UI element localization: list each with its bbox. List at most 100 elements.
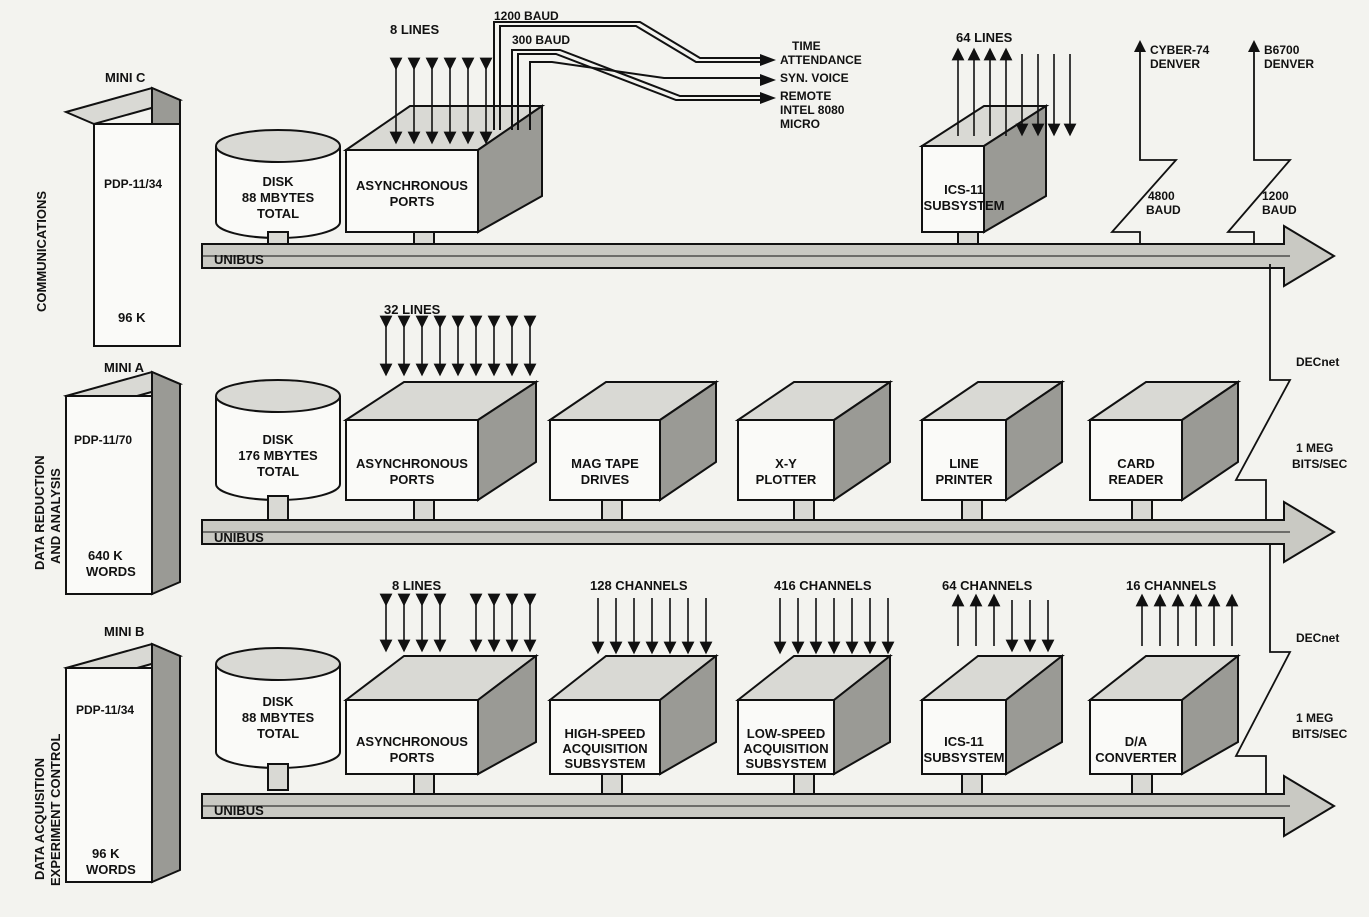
line-printer-line1: LINE bbox=[949, 456, 979, 471]
data-reduction-label2: AND ANALYSIS bbox=[48, 468, 63, 564]
speed-1b: BITS/SEC bbox=[1292, 457, 1348, 471]
async-ports-b-lines: 8 LINES bbox=[392, 578, 441, 593]
unibus-b bbox=[202, 776, 1334, 836]
speed-2b: BITS/SEC bbox=[1292, 727, 1348, 741]
b6700-target1: B6700 bbox=[1264, 43, 1300, 57]
unibus-c bbox=[202, 226, 1334, 286]
remote-attendance: ATTENDANCE bbox=[780, 53, 862, 67]
async-ports-c-line2: PORTS bbox=[390, 194, 435, 209]
card-reader-line2: READER bbox=[1109, 472, 1165, 487]
b6700-target2: DENVER bbox=[1264, 57, 1314, 71]
async-ports-a-lines: 32 LINES bbox=[384, 302, 441, 317]
ics11-b-line2: SUBSYSTEM bbox=[924, 750, 1005, 765]
disk-a-line2: 176 MBYTES bbox=[238, 448, 318, 463]
high-speed-line3: SUBSYSTEM bbox=[565, 756, 646, 771]
disk-c-line1: DISK bbox=[262, 174, 294, 189]
async-ports-c-lines: 8 LINES bbox=[390, 22, 439, 37]
low-speed-line2: ACQUISITION bbox=[743, 741, 828, 756]
baud-300-label: 300 BAUD bbox=[512, 33, 570, 47]
mini-a-memory1: 640 K bbox=[88, 548, 123, 563]
mini-b-cabinet bbox=[66, 644, 180, 882]
remote-intel: INTEL 8080 bbox=[780, 103, 845, 117]
line-printer bbox=[922, 382, 1062, 526]
unibus-c-label: UNIBUS bbox=[214, 252, 264, 267]
mini-c-memory: 96 K bbox=[118, 310, 146, 325]
mini-b-model: PDP-11/34 bbox=[76, 703, 134, 717]
da-converter-channels: 16 CHANNELS bbox=[1126, 578, 1217, 593]
mini-a-memory2: WORDS bbox=[86, 564, 136, 579]
async-ports-a bbox=[346, 382, 536, 526]
unibus-a bbox=[202, 502, 1334, 562]
ics11-b-line1: ICS-11 bbox=[944, 734, 984, 749]
low-speed-arrows bbox=[780, 598, 888, 648]
data-acq-label1: DATA ACQUISITION bbox=[32, 758, 47, 880]
xy-plotter-line2: PLOTTER bbox=[756, 472, 817, 487]
mini-a-label: MINI A bbox=[104, 360, 145, 375]
data-reduction-label1: DATA REDUCTION bbox=[32, 455, 47, 570]
low-speed-channels: 416 CHANNELS bbox=[774, 578, 872, 593]
wan-links bbox=[1112, 50, 1290, 250]
low-speed-line1: LOW-SPEED bbox=[747, 726, 825, 741]
cyber-target1: CYBER-74 bbox=[1150, 43, 1210, 57]
xy-plotter-line1: X-Y bbox=[775, 456, 797, 471]
mini-c-label: MINI C bbox=[105, 70, 146, 85]
remote-time: TIME bbox=[792, 39, 821, 53]
decnet-1-label: DECnet bbox=[1296, 355, 1339, 369]
low-speed-line3: SUBSYSTEM bbox=[746, 756, 827, 771]
mini-a-cabinet bbox=[66, 372, 180, 594]
ics11-b-channels: 64 CHANNELS bbox=[942, 578, 1033, 593]
disk-a-line3: TOTAL bbox=[257, 464, 299, 479]
disk-b-line3: TOTAL bbox=[257, 726, 299, 741]
mini-b-memory2: WORDS bbox=[86, 862, 136, 877]
unibus-b-label: UNIBUS bbox=[214, 803, 264, 818]
async-b-arrows bbox=[386, 600, 530, 646]
decnet-link-2 bbox=[1236, 544, 1290, 796]
ics11-c-line1: ICS-11 bbox=[944, 182, 984, 197]
async-ports-a-line2: PORTS bbox=[390, 472, 435, 487]
mini-a-model: PDP-11/70 bbox=[74, 433, 132, 447]
unibus-a-label: UNIBUS bbox=[214, 530, 264, 545]
ics11-b-arrows bbox=[958, 600, 1048, 646]
ics11-c-line2: SUBSYSTEM bbox=[924, 198, 1005, 213]
card-reader bbox=[1090, 382, 1238, 526]
ics11-b bbox=[922, 656, 1062, 798]
speed-1a: 1 MEG bbox=[1296, 441, 1333, 455]
async-ports-b bbox=[346, 656, 536, 798]
high-speed-line1: HIGH-SPEED bbox=[565, 726, 646, 741]
high-speed-arrows bbox=[598, 598, 706, 648]
high-speed-channels: 128 CHANNELS bbox=[590, 578, 688, 593]
da-converter bbox=[1090, 656, 1238, 798]
disk-c-line3: TOTAL bbox=[257, 206, 299, 221]
cyber-rate1: 4800 bbox=[1148, 189, 1175, 203]
cyber-target2: DENVER bbox=[1150, 57, 1200, 71]
remote-syn-voice: SYN. VOICE bbox=[780, 71, 849, 85]
disk-c-line2: 88 MBYTES bbox=[242, 190, 315, 205]
speed-2a: 1 MEG bbox=[1296, 711, 1333, 725]
da-converter-arrows bbox=[1142, 600, 1232, 646]
remote-remote: REMOTE bbox=[780, 89, 831, 103]
disk-b-line2: 88 MBYTES bbox=[242, 710, 315, 725]
b6700-rate2: BAUD bbox=[1262, 203, 1297, 217]
mini-b-label: MINI B bbox=[104, 624, 144, 639]
da-converter-line2: CONVERTER bbox=[1095, 750, 1177, 765]
mini-c-model: PDP-11/34 bbox=[104, 177, 162, 191]
decnet-2-label: DECnet bbox=[1296, 631, 1339, 645]
da-converter-line1: D/A bbox=[1125, 734, 1148, 749]
async-ports-c-line1: ASYNCHRONOUS bbox=[356, 178, 468, 193]
line-printer-line2: PRINTER bbox=[935, 472, 993, 487]
disk-a-line1: DISK bbox=[262, 432, 294, 447]
b6700-rate1: 1200 bbox=[1262, 189, 1289, 203]
mag-tape-line1: MAG TAPE bbox=[571, 456, 639, 471]
mag-tape-line2: DRIVES bbox=[581, 472, 630, 487]
async-ports-b-line2: PORTS bbox=[390, 750, 435, 765]
mini-c-cabinet bbox=[66, 88, 180, 346]
communications-label: COMMUNICATIONS bbox=[34, 191, 49, 312]
high-speed-line2: ACQUISITION bbox=[562, 741, 647, 756]
ics11-c-lines: 64 LINES bbox=[956, 30, 1013, 45]
decnet-link-1 bbox=[1236, 264, 1290, 520]
ics11-c bbox=[922, 106, 1046, 258]
baud-1200-label: 1200 BAUD bbox=[494, 9, 559, 23]
xy-plotter bbox=[738, 382, 890, 526]
async-a-arrows bbox=[386, 322, 530, 370]
